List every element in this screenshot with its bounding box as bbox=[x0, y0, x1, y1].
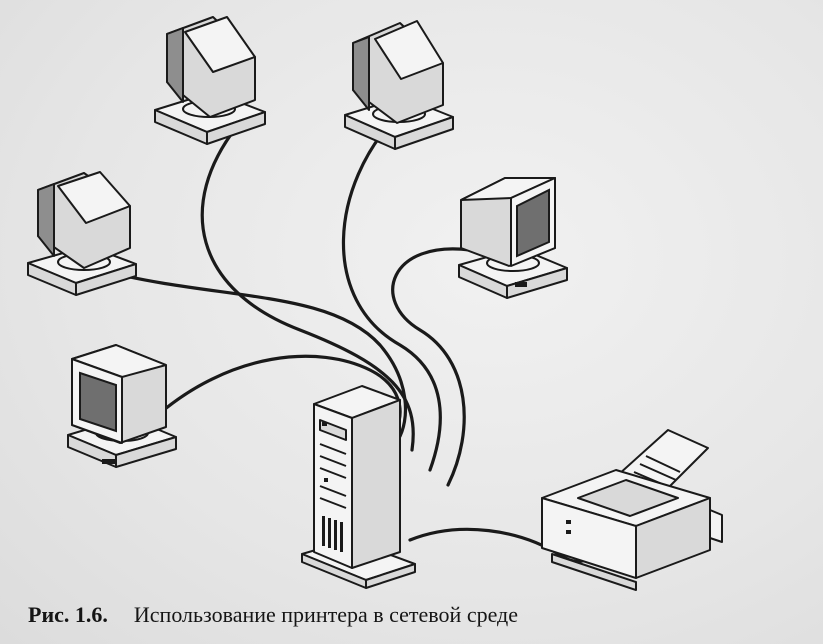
workstation-left bbox=[27, 171, 137, 296]
monitor-screen-edge bbox=[37, 183, 55, 257]
workstation-top-left bbox=[154, 16, 266, 145]
printer-side bbox=[635, 497, 711, 579]
cable-workstation-right bbox=[391, 247, 472, 487]
power-led bbox=[515, 282, 527, 287]
workstation-right bbox=[458, 177, 568, 299]
cable-workstation-top-center bbox=[341, 113, 442, 472]
printer-paper-tray bbox=[709, 509, 723, 543]
workstation-top-center bbox=[344, 20, 454, 150]
monitor-screen bbox=[516, 188, 550, 258]
monitor-screen-edge bbox=[352, 36, 370, 111]
monitor-screen-edge bbox=[166, 27, 184, 103]
power-led bbox=[102, 459, 116, 464]
server-drive-bays bbox=[319, 419, 347, 509]
figure-caption-text: Использование принтера в сетевой среде bbox=[133, 602, 519, 627]
network-printer bbox=[541, 429, 723, 591]
network-diagram bbox=[27, 16, 723, 591]
figure-caption: Рис. 1.6. Использование принтера в сетево… bbox=[28, 602, 518, 628]
server-side bbox=[351, 399, 401, 569]
cable-workstation-left bbox=[106, 270, 408, 442]
server-vents bbox=[322, 516, 343, 552]
workstation-bottom-left bbox=[67, 344, 177, 468]
file-server bbox=[301, 385, 416, 589]
monitor-screen bbox=[79, 371, 117, 433]
printer-foot bbox=[551, 553, 637, 591]
figure-number: Рис. 1.6. bbox=[28, 602, 108, 627]
printer-buttons bbox=[566, 520, 571, 534]
printer-output-tray bbox=[577, 479, 679, 517]
